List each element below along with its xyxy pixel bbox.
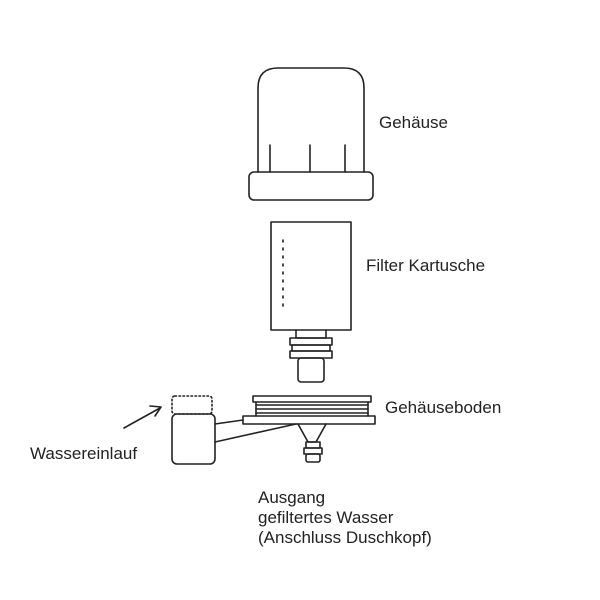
outlet-label-line-3: (Anschluss Duschkopf) bbox=[258, 528, 432, 547]
housing-base-label: Gehäuseboden bbox=[385, 398, 502, 417]
filter-cartridge-part bbox=[270, 221, 352, 383]
outlet-label-line-2: gefiltertes Wasser bbox=[258, 508, 394, 527]
housing-label: Gehäuse bbox=[379, 113, 448, 132]
housing-part bbox=[248, 67, 374, 201]
filter-cartridge-label: Filter Kartusche bbox=[366, 256, 486, 275]
water-inlet-label: Wassereinlauf bbox=[30, 444, 138, 463]
outlet-label-line-1: Ausgang bbox=[258, 488, 326, 507]
housing-base-part bbox=[242, 395, 376, 463]
outlet-label: Ausgang gefiltertes Wasser (Anschluss Du… bbox=[258, 488, 432, 548]
water-inlet-part bbox=[123, 395, 297, 465]
